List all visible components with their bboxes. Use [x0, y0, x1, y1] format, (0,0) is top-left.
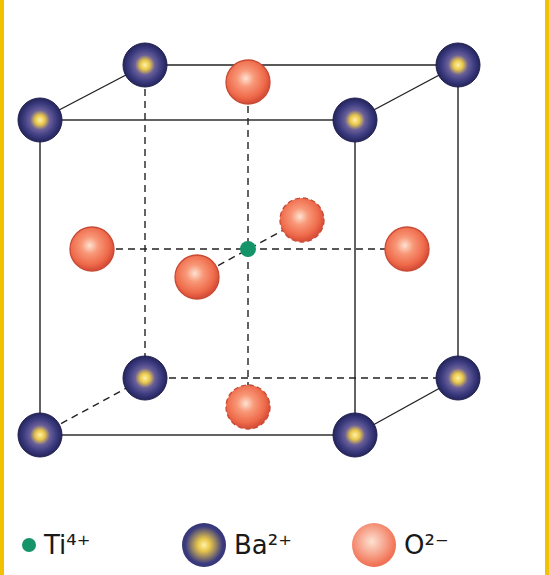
legend-swatch: [352, 523, 396, 567]
oxygen-ions: [70, 60, 429, 429]
legend-label: O²⁻: [404, 530, 449, 560]
barium-ions: [18, 43, 480, 457]
frame-edge: [545, 0, 549, 575]
hidden-edges: [40, 65, 458, 435]
legend-swatch: [182, 523, 226, 567]
legend-item: Ti⁴⁺: [22, 520, 90, 570]
oxygen-ion: [175, 255, 219, 299]
legend-label: Ba²⁺: [234, 530, 292, 560]
legend-label: Ti⁴⁺: [44, 530, 90, 560]
legend: Ti⁴⁺ Ba²⁺ O²⁻: [0, 520, 549, 570]
frame-edge: [0, 0, 4, 575]
titanium-ion: [240, 241, 256, 257]
legend-item: Ba²⁺: [182, 520, 292, 570]
legend-swatch: [22, 538, 36, 552]
cube-edges: [40, 65, 458, 435]
legend-item: O²⁻: [352, 520, 449, 570]
